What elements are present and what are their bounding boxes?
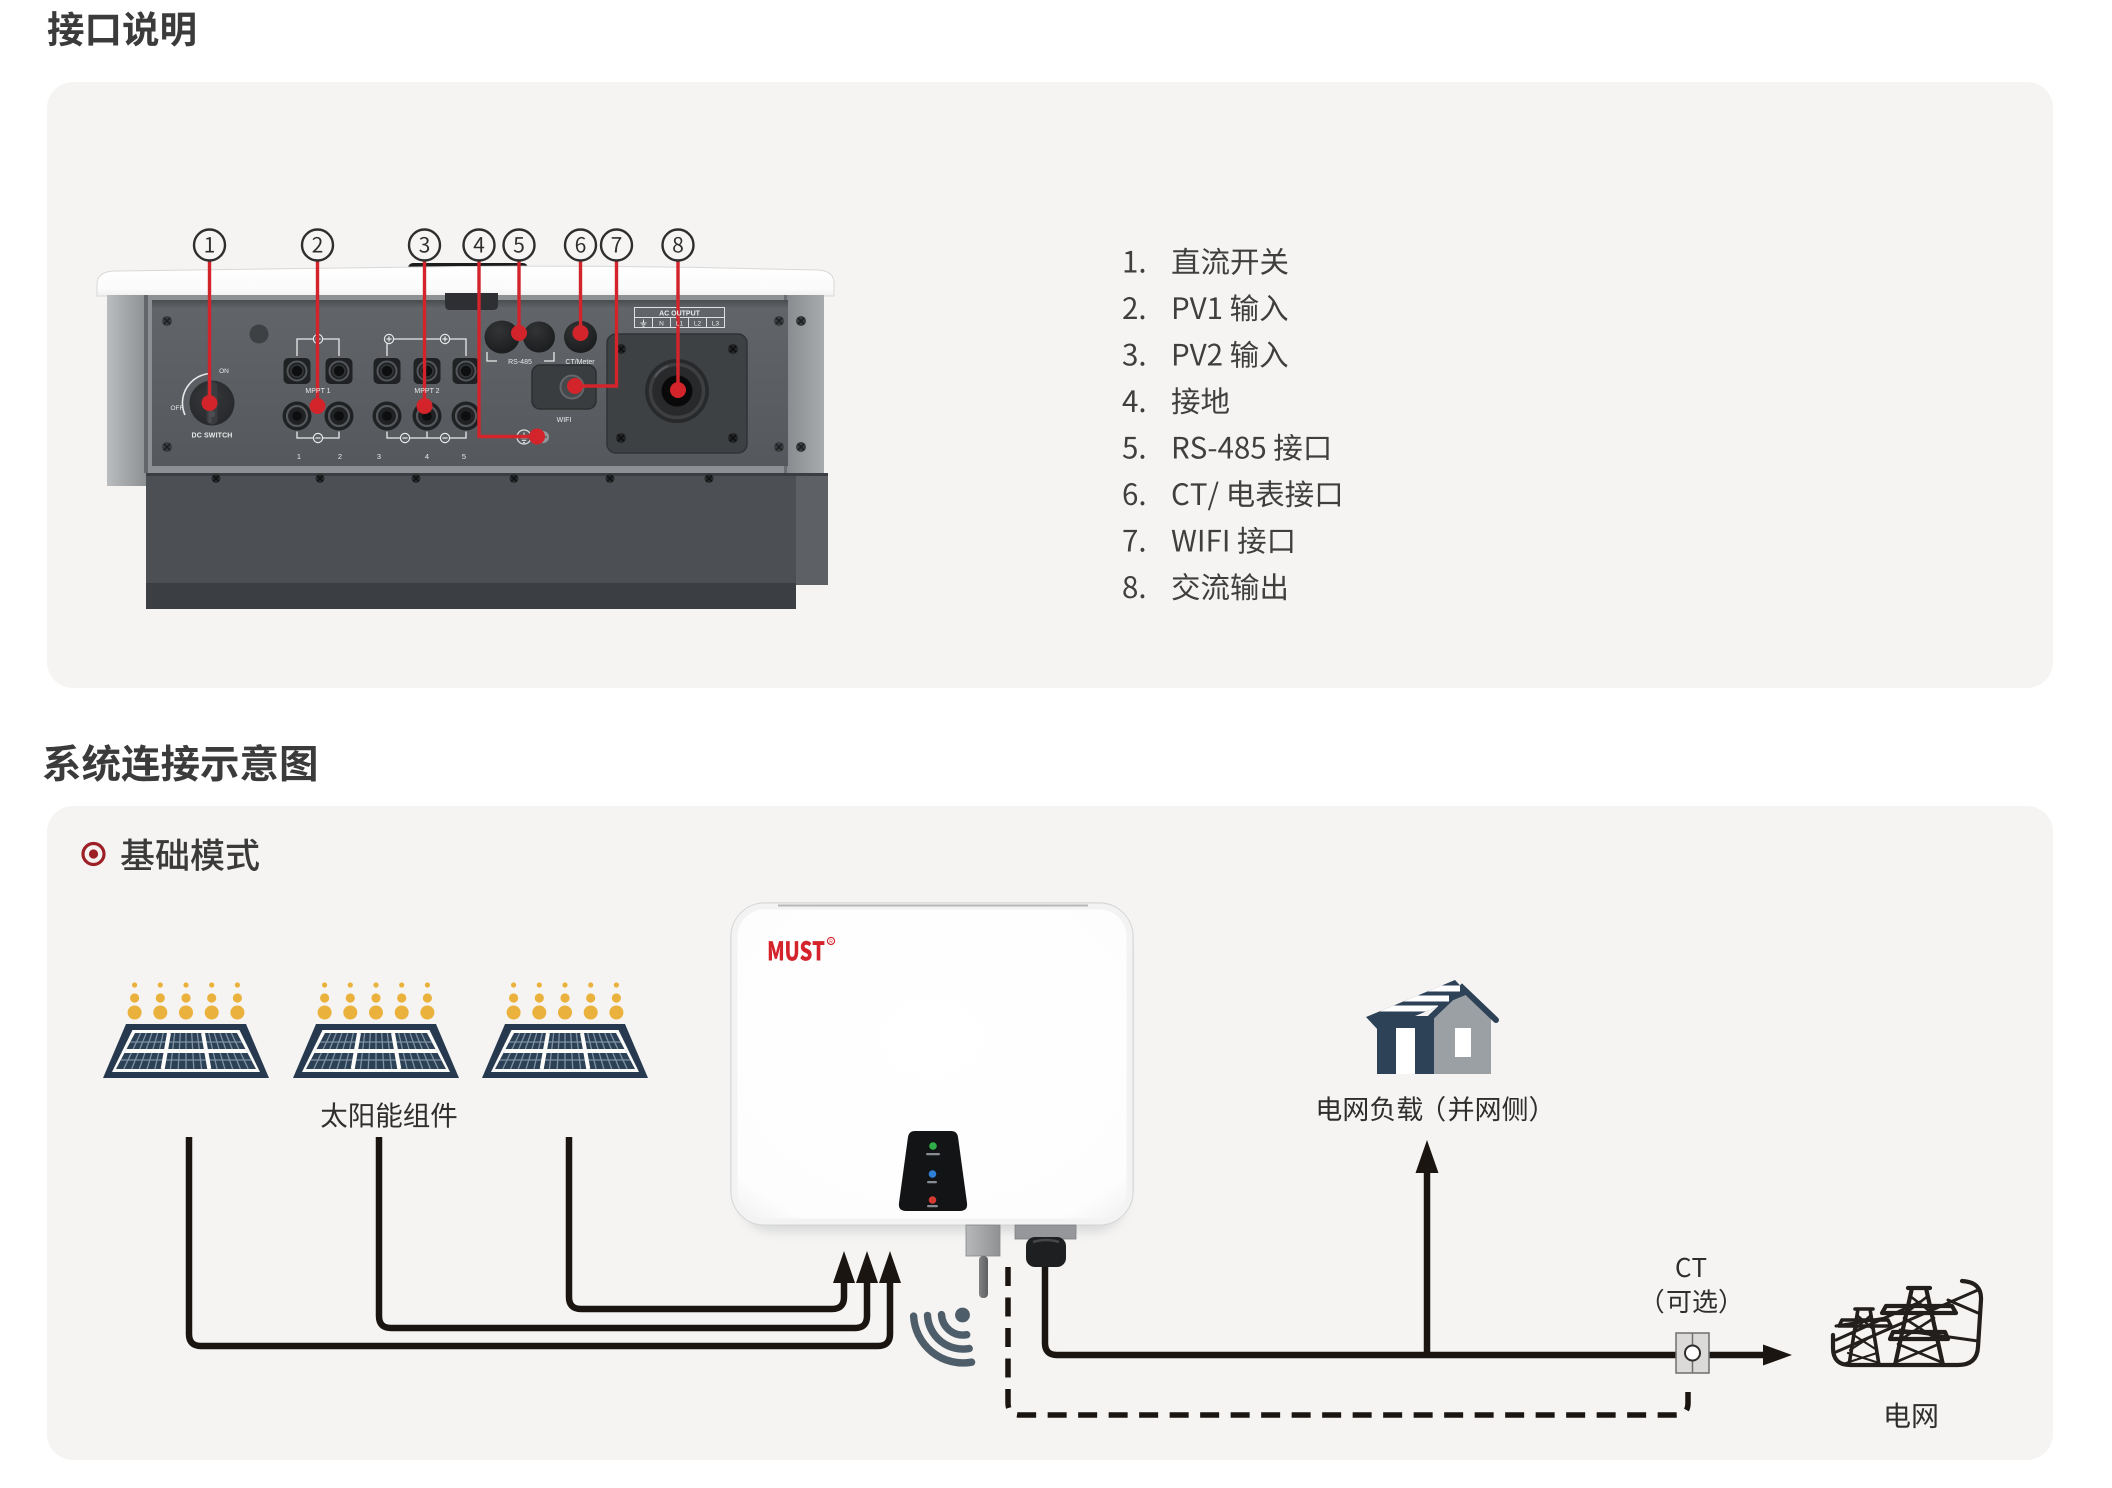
svg-text:OFF: OFF (171, 405, 184, 412)
svg-text:CT/Meter: CT/Meter (565, 359, 595, 366)
svg-text:L1: L1 (676, 321, 684, 328)
svg-text:R: R (829, 940, 833, 946)
svg-text:2: 2 (338, 452, 342, 461)
svg-text:1: 1 (297, 452, 301, 461)
svg-text:4: 4 (425, 452, 429, 461)
svg-text:MPPT 2: MPPT 2 (414, 388, 439, 395)
svg-text:L2: L2 (694, 321, 702, 328)
svg-text:AC OUTPUT: AC OUTPUT (659, 311, 701, 318)
svg-text:WIFI: WIFI (557, 417, 572, 424)
svg-text:5: 5 (462, 452, 466, 461)
svg-text:L3: L3 (712, 321, 720, 328)
svg-text:RS-485: RS-485 (508, 359, 532, 366)
svg-text:N: N (659, 321, 664, 328)
svg-text:3: 3 (377, 452, 381, 461)
svg-text:DC SWITCH: DC SWITCH (191, 433, 232, 440)
svg-text:ON: ON (219, 368, 229, 375)
svg-text:MPPT 1: MPPT 1 (305, 388, 330, 395)
